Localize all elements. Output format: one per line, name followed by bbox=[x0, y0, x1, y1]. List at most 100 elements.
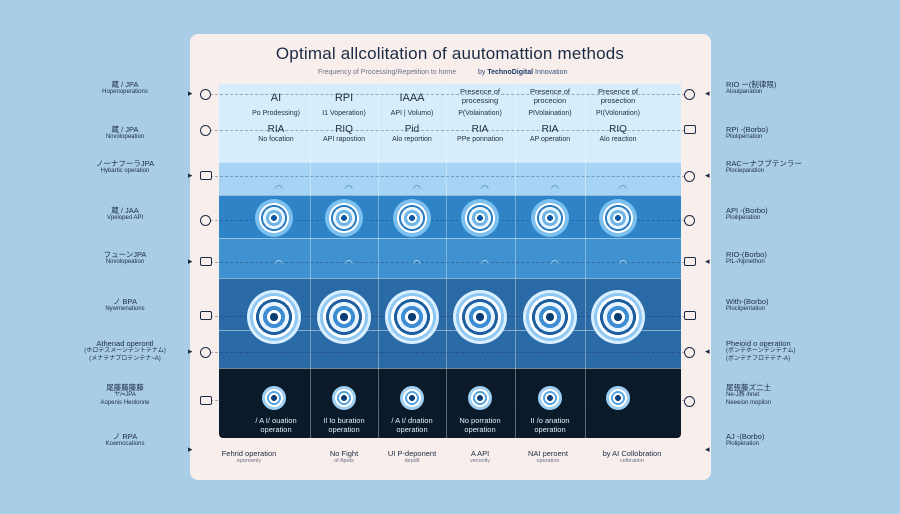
column-footer-line: No porration bbox=[459, 416, 501, 425]
row-divider bbox=[219, 195, 681, 196]
arrow-left-icon: ◂ bbox=[705, 256, 710, 266]
left-row-label-sub: (メナテナプロテンテナ~A) bbox=[89, 355, 161, 362]
left-row-label-title: ノ BPA bbox=[112, 297, 138, 306]
right-row-label-sub: Plioliperration bbox=[726, 134, 763, 141]
arrow-right-icon: ▸ bbox=[188, 444, 193, 454]
right-row-label-title: AJ -(Borbo) bbox=[726, 432, 765, 441]
target-icon bbox=[468, 386, 492, 410]
node-circle-icon bbox=[200, 89, 211, 100]
column-footer-line: operation bbox=[534, 425, 566, 434]
connector-line bbox=[210, 400, 690, 401]
arrow-left-icon: ◂ bbox=[705, 170, 710, 180]
left-row-label-sub: Hybartic operation bbox=[100, 168, 150, 175]
left-row-label-title: フューンJPA bbox=[103, 250, 147, 259]
arrow-right-icon: ▸ bbox=[188, 170, 193, 180]
right-row-label: RIO-(Borbo)PIL-/Npnethon bbox=[726, 250, 846, 267]
column-header-line: Presence of bbox=[529, 87, 571, 96]
column-header-line: Presence of bbox=[597, 87, 639, 96]
target-icon bbox=[538, 386, 562, 410]
right-row-label-title: 尾張藤ズ二土 bbox=[726, 383, 771, 392]
arrow-left-icon: ◂ bbox=[705, 88, 710, 98]
left-row-label-sub: Hopenoperations bbox=[102, 89, 148, 96]
byline-suffix: Innovation bbox=[533, 69, 568, 76]
monitor-icon bbox=[684, 311, 696, 320]
column-header-line: prosection bbox=[600, 95, 636, 105]
column-footer-line: operation bbox=[260, 425, 292, 434]
monitor-icon bbox=[200, 311, 212, 320]
left-row-label-sub: Novolopeation bbox=[105, 259, 145, 266]
target-icon bbox=[247, 290, 301, 344]
arrow-right-icon: ▸ bbox=[188, 256, 193, 266]
column-header-line: AI bbox=[270, 92, 282, 104]
byline-brand: TechnoDigital bbox=[487, 69, 534, 76]
column-subtitle-line: API rapostion bbox=[322, 136, 366, 144]
wifi-icon: ◠ bbox=[551, 183, 559, 193]
left-row-label-sub: Kowmocations bbox=[105, 441, 145, 448]
byline-prefix: by bbox=[478, 69, 488, 76]
left-row-label-sub: (ホロテスメーンテントテナム) bbox=[84, 348, 166, 355]
band-light bbox=[219, 162, 681, 195]
column-divider bbox=[585, 84, 586, 438]
column-outcome-note: depdlt bbox=[404, 458, 420, 464]
node-circle-icon bbox=[200, 125, 211, 136]
wifi-icon: ◠ bbox=[275, 258, 283, 268]
wifi-icon: ◠ bbox=[619, 183, 627, 193]
column-outcome-note: celbration bbox=[620, 458, 644, 464]
arrow-left-icon: ◂ bbox=[705, 346, 710, 356]
right-row-label: Pheioid o operation(ボンテホーンテンテナム)(ボンテナフロテ… bbox=[726, 339, 846, 363]
column-outcome-note: vecoolly bbox=[470, 458, 490, 464]
arrow-right-icon: ▸ bbox=[188, 346, 193, 356]
column-subtitle-line: API | Volumo) bbox=[390, 110, 434, 117]
band-signal bbox=[219, 238, 681, 278]
column-subtitle-line: RIQ bbox=[609, 124, 627, 136]
right-row-label-title: RIO ー(制律限) bbox=[726, 80, 777, 89]
wifi-icon: ◠ bbox=[619, 258, 627, 268]
right-row-label-title: RACーナフブテンラー bbox=[726, 159, 802, 168]
column-footer-line: Il Io buration bbox=[323, 416, 365, 425]
column-subtitle-line: PIVolaination) bbox=[528, 110, 572, 117]
node-circle-icon bbox=[684, 89, 695, 100]
right-row-label: RPI -(Borbo)Plioliperration bbox=[726, 125, 846, 142]
column-divider bbox=[310, 84, 311, 438]
target-icon bbox=[606, 386, 630, 410]
column-subtitle-line: AP operation bbox=[529, 136, 571, 144]
target-icon bbox=[531, 199, 569, 237]
column-outcome-line: UI P-deponent bbox=[387, 449, 437, 458]
right-row-label-sub: Ploiliperation bbox=[726, 215, 761, 222]
left-row-label-title: Athenad operontl bbox=[96, 339, 154, 348]
right-row-label: With-(Borbo)Plocilpentation bbox=[726, 297, 846, 314]
left-row-label-title: 蔵 / JPA bbox=[111, 125, 139, 134]
wifi-icon: ◠ bbox=[481, 183, 489, 193]
target-icon bbox=[325, 199, 363, 237]
wifi-icon: ◠ bbox=[481, 258, 489, 268]
column-outcome-line: No Fight bbox=[329, 449, 359, 458]
column-header-line: Presence of bbox=[459, 87, 501, 96]
left-row-label-sub: ヤ/=JPA bbox=[114, 392, 136, 399]
right-row-label-sub: Alouipanation bbox=[726, 89, 763, 96]
column-subtitle-line: RIA bbox=[267, 124, 285, 136]
column-subtitle-line: RIA bbox=[541, 124, 559, 136]
wifi-icon: ◠ bbox=[275, 183, 283, 193]
column-subtitle-line: RIQ bbox=[335, 124, 353, 136]
target-icon bbox=[262, 386, 286, 410]
diagram-title: Optimal allcolitation of auutomattion me… bbox=[275, 44, 625, 63]
column-header-line: IAAA bbox=[399, 92, 425, 104]
wifi-icon: ◠ bbox=[345, 258, 353, 268]
target-icon bbox=[317, 290, 371, 344]
node-circle-icon bbox=[684, 171, 695, 182]
right-row-label-sub: PIL-/Npnethon bbox=[726, 259, 765, 266]
